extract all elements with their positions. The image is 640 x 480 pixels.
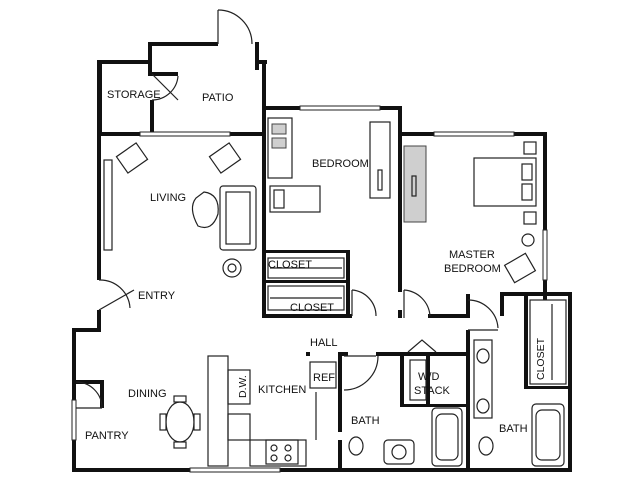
label-bath-master: BATH [499,423,528,435]
label-master-line1: MASTER [449,249,495,261]
label-ref: REF [313,372,335,384]
dining-furniture [159,395,201,449]
label-closet-master: CLOSET [535,337,547,380]
label-hall: HALL [310,337,338,349]
label-wd-line2: STACK [414,385,451,397]
label-dw: D.W. [237,375,249,398]
kitchen-furniture [207,355,337,467]
bath-furniture [348,339,565,467]
room-labels: STORAGE PATIO BEDROOM LIVING MASTER BEDR… [85,89,547,442]
label-bath-main: BATH [351,415,380,427]
label-closet-bedroom-2: CLOSET [290,302,334,314]
label-dining: DINING [128,388,167,400]
label-living: LIVING [150,192,186,204]
master-furniture [403,141,537,284]
label-master-line2: BEDROOM [444,263,501,275]
label-bedroom: BEDROOM [312,158,369,170]
label-wd-line1: W/D [418,371,439,383]
label-closet-bedroom-1: CLOSET [268,259,312,271]
label-pantry: PANTRY [85,430,129,442]
closet-master-furniture [529,299,567,385]
living-furniture [103,142,257,278]
bedroom-furniture [267,117,391,311]
label-patio: PATIO [202,92,234,104]
windows [71,105,548,473]
label-storage: STORAGE [107,89,161,101]
label-kitchen: KITCHEN [258,384,306,396]
doors [75,9,499,409]
label-entry: ENTRY [138,290,176,302]
